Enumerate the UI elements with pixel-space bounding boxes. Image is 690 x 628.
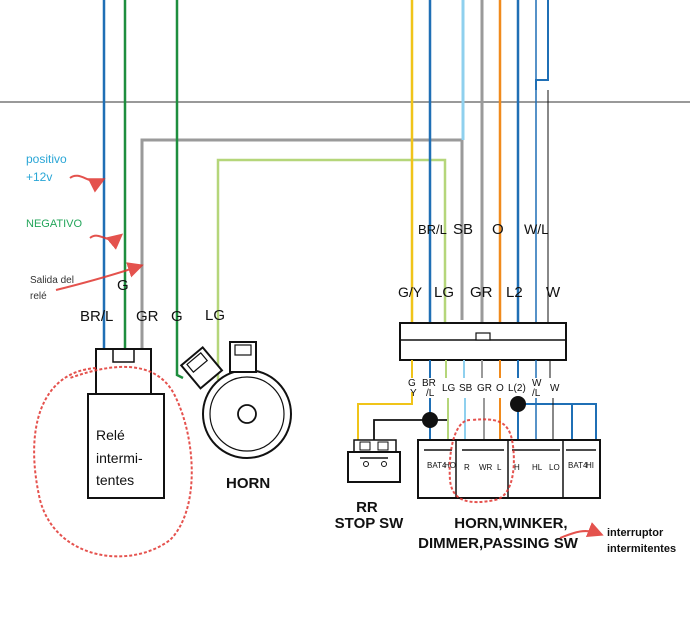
svg-text:BR: BR <box>422 378 436 389</box>
svg-text:HL: HL <box>532 463 543 472</box>
wire-label-w: W <box>546 284 561 301</box>
wire-label-brl-right: BR/L <box>418 222 447 237</box>
svg-text:WR: WR <box>479 463 493 472</box>
wire-label-gr-right: GR <box>470 284 493 301</box>
wire-label-l2: L2 <box>506 284 523 301</box>
svg-text:/L: /L <box>426 388 435 399</box>
horn-winker-switch <box>417 439 601 499</box>
rr-stop-sw-label: RR STOP SW <box>335 499 404 532</box>
rr-stop-switch <box>347 439 401 483</box>
svg-text:W: W <box>550 383 560 394</box>
svg-text:L: L <box>497 463 502 472</box>
wire-label-gy: G/Y <box>398 284 423 300</box>
annotation-turn-switch: interruptor intermitentes <box>607 527 676 555</box>
svg-text:O: O <box>496 383 504 394</box>
svg-text:HO: HO <box>444 461 456 470</box>
svg-text:Y: Y <box>410 388 417 399</box>
svg-text:W: W <box>532 378 542 389</box>
svg-text:R: R <box>464 463 470 472</box>
right-wires <box>410 0 549 322</box>
wire-label-o: O <box>492 221 504 238</box>
harness-connector <box>399 322 567 361</box>
annotation-negative: NEGATIVO <box>26 218 82 230</box>
wire-label-lg-right: LG <box>434 284 454 301</box>
svg-text:/L: /L <box>532 388 541 399</box>
wire-label-g-top: G <box>117 277 129 294</box>
junction-dot-1 <box>422 412 438 428</box>
wire-label-brl-left: BR/L <box>80 308 113 325</box>
switch-title: HORN,WINKER, DIMMER,PASSING SW <box>418 515 579 552</box>
switch-terminal-labels: BAT4 HO R WR L H HL LO BAT4 HI <box>427 461 594 472</box>
svg-text:BAT4: BAT4 <box>568 461 588 470</box>
svg-text:LO: LO <box>549 463 560 472</box>
red-annotations <box>33 174 604 558</box>
svg-text:LG: LG <box>442 383 456 394</box>
svg-text:HI: HI <box>586 461 594 470</box>
svg-text:BAT4: BAT4 <box>427 461 447 470</box>
annotation-positive: positivo +12v <box>26 152 70 184</box>
horn-icon <box>179 341 292 459</box>
relay <box>87 348 165 499</box>
junction-dot-2 <box>510 396 526 412</box>
annotation-relay-output: Salida del relé <box>30 275 77 302</box>
svg-text:H: H <box>514 463 520 472</box>
wire-label-wl: W/L <box>524 221 549 237</box>
svg-text:G: G <box>408 378 416 389</box>
wire-label-sb: SB <box>453 221 473 238</box>
lower-wires <box>357 360 597 440</box>
left-wires <box>102 0 464 380</box>
svg-text:SB: SB <box>459 383 473 394</box>
svg-text:GR: GR <box>477 383 492 394</box>
connector-pin-labels: G Y BR /L LG SB GR O L(2) W /L W <box>408 378 560 399</box>
horn-label: HORN <box>226 475 270 492</box>
wire-label-gr-left: GR <box>136 308 159 325</box>
svg-text:L(2): L(2) <box>508 383 526 394</box>
wire-label-lg-left: LG <box>205 307 225 324</box>
wire-label-g-left: G <box>171 308 183 325</box>
relay-body-text: Relé intermi- tentes <box>96 427 147 488</box>
